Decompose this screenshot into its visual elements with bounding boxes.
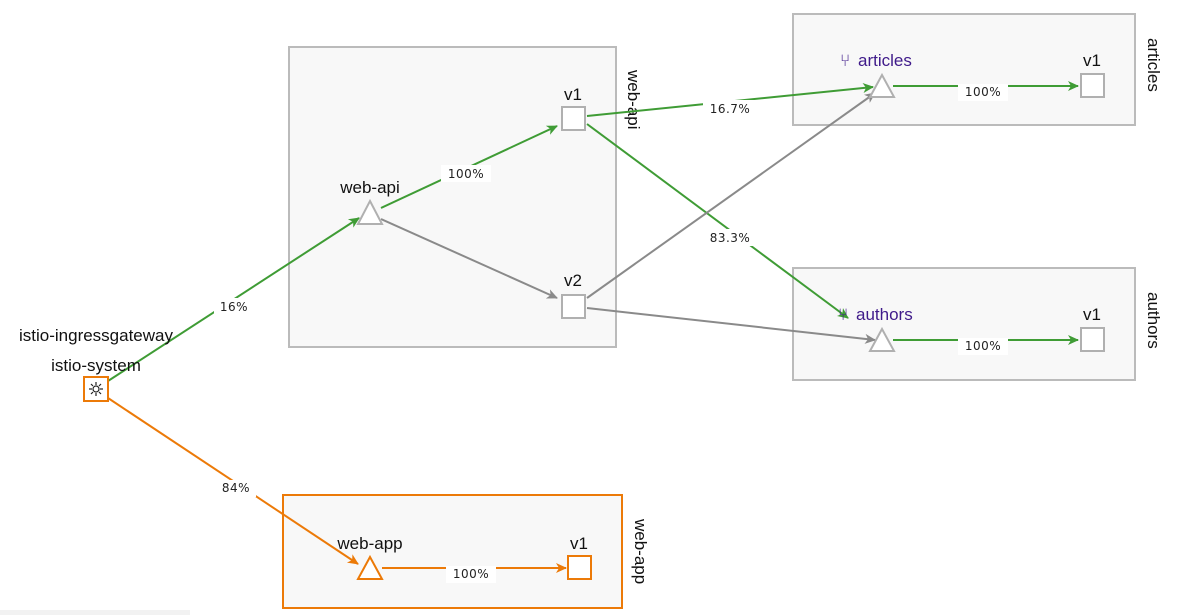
virtual-service-icon: ⑂ <box>838 305 848 324</box>
authors-v1-label: v1 <box>1083 305 1101 324</box>
articles-service-label: articles <box>858 51 912 70</box>
web-api-service-node[interactable] <box>356 198 384 225</box>
web-api-service-label: web-api <box>339 178 400 197</box>
namespace-label-authors: authors <box>1144 292 1163 349</box>
namespace-box-authors[interactable] <box>792 267 1136 381</box>
footer-strip <box>0 610 190 615</box>
edge-v1-to-authors[interactable] <box>586 123 849 319</box>
gateway-name-label: istio-ingressgateway <box>19 326 174 345</box>
edge-label-web-api-v1: 100% <box>448 167 484 181</box>
web-app-v1-label: v1 <box>570 534 588 553</box>
articles-v1-node[interactable] <box>1080 73 1105 98</box>
edge-label-v1-articles: 16.7% <box>710 102 751 116</box>
authors-service-label-group: ⑂ authors <box>838 305 913 324</box>
articles-service-node[interactable] <box>868 72 896 98</box>
authors-service-label: authors <box>856 305 913 324</box>
edge-label-gateway-web-api: 16% <box>220 300 248 314</box>
web-app-service-node[interactable] <box>356 554 384 580</box>
edge-web-api-to-v2[interactable] <box>380 218 558 299</box>
namespace-label-web-app: web-app <box>631 518 650 584</box>
web-api-v2-node[interactable] <box>561 294 586 319</box>
namespace-box-articles[interactable] <box>792 13 1136 126</box>
articles-service-label-group: ⑂ articles <box>840 51 912 70</box>
web-api-v2-label: v2 <box>564 271 582 290</box>
authors-v1-node[interactable] <box>1080 327 1105 352</box>
namespace-label-web-api: web-api <box>624 69 643 130</box>
gateway-node[interactable] <box>83 376 109 402</box>
edge-v2-to-articles[interactable] <box>586 92 876 299</box>
gateway-namespace-label: istio-system <box>51 356 141 375</box>
edge-label-web-app-v1: 100% <box>453 567 489 581</box>
edge-label-v1-authors: 83.3% <box>710 231 751 245</box>
web-api-v1-label: v1 <box>564 85 582 104</box>
gateway-icon <box>89 382 103 396</box>
edge-label-gateway-web-app: 84% <box>222 481 250 495</box>
virtual-service-icon: ⑂ <box>840 51 850 70</box>
authors-service-node[interactable] <box>868 326 896 352</box>
namespace-label-articles: articles <box>1144 38 1163 92</box>
articles-v1-label: v1 <box>1083 51 1101 70</box>
edge-label-articles-v1: 100% <box>965 85 1001 99</box>
edge-v2-to-authors[interactable] <box>586 307 876 344</box>
web-app-v1-node[interactable] <box>567 555 592 580</box>
web-api-v1-node[interactable] <box>561 106 586 131</box>
edge-label-authors-v1: 100% <box>965 339 1001 353</box>
web-app-service-label: web-app <box>336 534 402 553</box>
